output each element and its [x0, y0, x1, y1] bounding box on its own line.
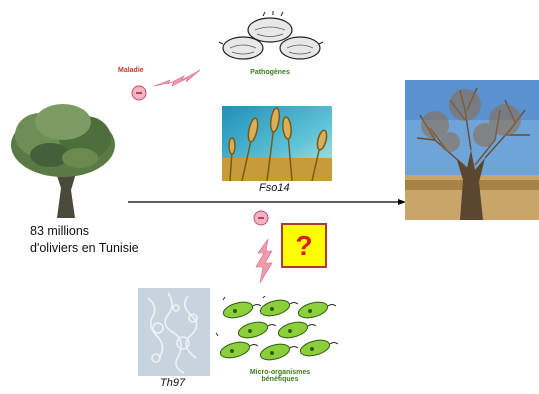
minus-circle-icon — [131, 85, 147, 101]
th97-label: Th97 — [160, 377, 186, 389]
th97-image — [138, 288, 210, 376]
fso14-image — [222, 106, 332, 181]
olive-count-caption: 83 millions d'oliviers en Tunisie — [30, 223, 180, 257]
microorganisms-label-line-2: bénéfiques — [261, 376, 299, 383]
olive-count-line-1: 83 millions — [30, 224, 90, 238]
minus-circle-icon-2 — [253, 210, 269, 226]
pathogens-label: Pathogènes — [250, 69, 290, 76]
olive-count-line-2: d'oliviers en Tunisie — [30, 241, 139, 255]
fso14-label: Fso14 — [259, 182, 290, 194]
question-box: ? — [281, 223, 327, 268]
microorganisms-image — [213, 296, 343, 368]
main-arrow — [128, 196, 408, 208]
microorganisms-label-line-1: Micro-organismes — [249, 369, 311, 376]
lightning-bolt-icon-2 — [254, 237, 276, 285]
maladie-label: Maladie — [118, 67, 144, 74]
healthy-olive-tree-image — [5, 100, 120, 220]
question-mark: ? — [295, 229, 313, 261]
dead-olive-tree-image — [405, 80, 539, 220]
microorganisms-label: Micro-organismes bénéfiques — [240, 369, 320, 383]
pathogens-image — [215, 10, 330, 70]
lightning-bolt-icon — [152, 68, 202, 90]
